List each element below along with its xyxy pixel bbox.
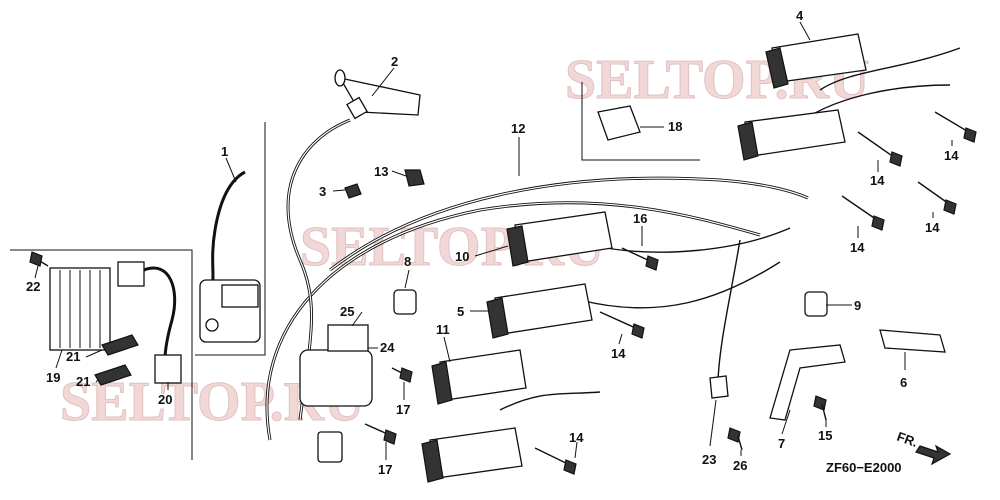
group-frame-ignition [195,122,266,356]
spark-plug-cap-part [334,69,421,120]
callout-3: 3 [319,184,326,199]
callout-21b: 21 [76,374,90,389]
stator-coil-part-4 [737,33,867,161]
callout-21a: 21 [66,349,80,364]
callout-14b: 14 [944,148,959,163]
bolt [391,367,413,383]
callout-4: 4 [796,8,804,23]
bolt [364,423,397,445]
stator-wire-4 [819,47,961,91]
callout-8: 8 [404,254,411,269]
bracket-part-6 [879,329,946,353]
callout-9: 9 [854,298,861,313]
regulator-part-19 [49,261,182,386]
callout-10: 10 [455,249,469,264]
callout-14e: 14 [611,346,626,361]
leader-lines [34,21,953,460]
bolt [857,131,903,167]
callout-24: 24 [380,340,395,355]
callout-5: 5 [457,304,464,319]
callout-19: 19 [46,370,60,385]
front-arrow-icon [915,444,952,466]
connector [317,431,343,463]
grommet-part-9 [804,291,828,317]
callout-20: 20 [158,392,172,407]
exciter-coil-part-24 [299,324,373,407]
stator-wire-10 [589,227,791,253]
harness-wire-lower-inner [266,202,761,441]
bolt [534,447,577,475]
ground-terminal-part-23 [709,375,729,399]
bolt [29,251,49,267]
callout-17a: 17 [396,402,410,417]
callout-17b: 17 [378,462,392,477]
bracket-part-7 [769,344,846,421]
callout-16: 16 [633,211,647,226]
cable-clip-part-18 [597,105,641,141]
harness-wire-12-inner [329,177,809,271]
bolt [727,427,743,451]
diagram-code: ZF60−E2000 [826,460,902,475]
clip-part-3 [344,183,362,199]
callout-18: 18 [668,119,682,134]
bolt [621,247,659,271]
callout-22: 22 [26,279,40,294]
callout-15: 15 [818,428,832,443]
stator-coil-part-5 [486,283,593,339]
group-frame-regulator [10,249,193,460]
bolt [599,311,645,339]
bolt [841,195,885,231]
stator-wire-5 [579,261,781,309]
group-frame-clip [581,82,700,161]
bolt [813,395,827,421]
ignition-coil-part [199,170,261,343]
callout-12: 12 [511,121,525,136]
front-direction-marker: FR. [895,429,952,466]
callout-14a: 14 [870,173,885,188]
callout-23: 23 [702,452,716,467]
grommet-part-8 [393,289,417,315]
front-label: FR. [895,429,920,450]
callout-2: 2 [391,54,398,69]
callout-1: 1 [221,144,228,159]
callout-11: 11 [436,322,450,337]
stator-coil-part-10 [506,211,613,267]
callout-7: 7 [778,436,785,451]
clip-part-13 [404,169,425,187]
callout-25: 25 [340,304,354,319]
stator-wire-11 [499,391,601,411]
bolt [917,181,957,215]
callout-13: 13 [374,164,388,179]
callout-14f: 14 [569,430,584,445]
callout-26: 26 [733,458,747,473]
bolt [934,111,977,143]
callout-6: 6 [900,375,907,390]
callout-14d: 14 [850,240,865,255]
stator-coil-part-11 [421,349,527,483]
ground-wire-23 [717,239,741,381]
callout-14c: 14 [925,220,940,235]
